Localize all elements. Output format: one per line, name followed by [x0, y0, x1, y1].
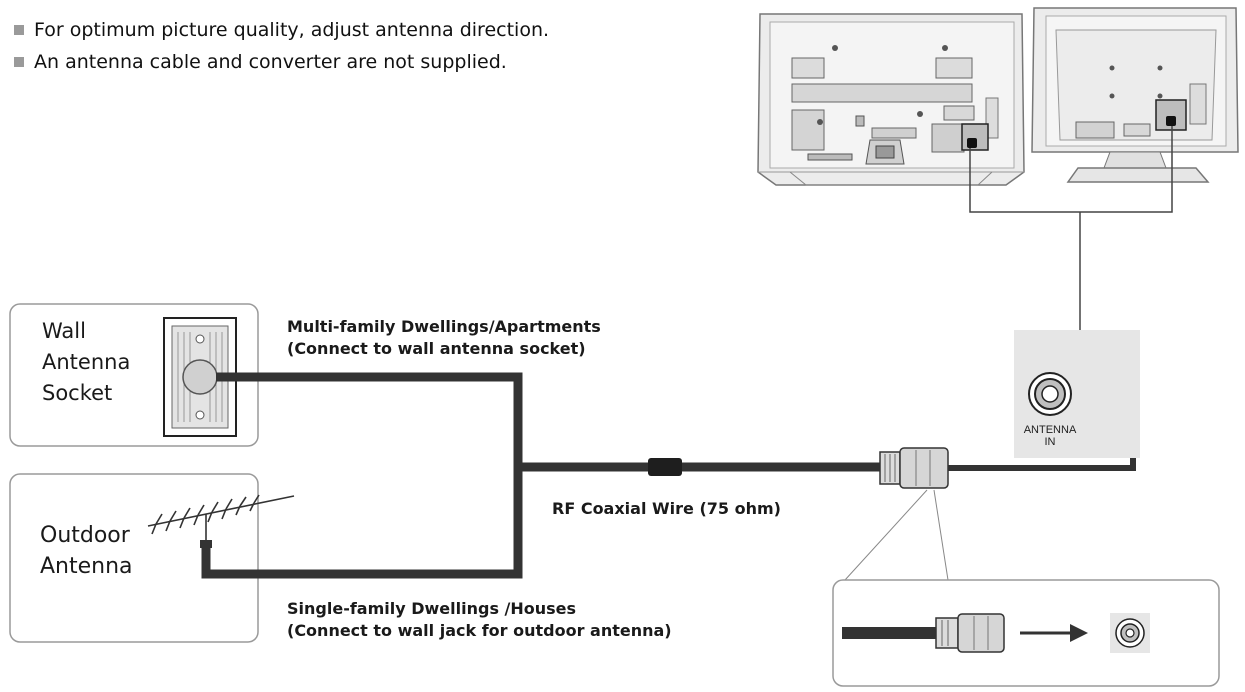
tv-back-icon — [757, 13, 1025, 186]
multi-family-caption: Multi-family Dwellings/Apartments (Conne… — [287, 316, 601, 360]
note-text: An antenna cable and converter are not s… — [34, 51, 507, 73]
note-item: For optimum picture quality, adjust ante… — [14, 14, 549, 46]
label-line: Socket — [42, 381, 113, 405]
caption-line: (Connect to wall jack for outdoor antenn… — [287, 621, 672, 640]
label-line: Wall — [42, 319, 86, 343]
wall-antenna-label: Wall Antenna Socket — [42, 316, 130, 409]
label-line: Antenna — [40, 554, 133, 579]
outdoor-antenna-icon — [147, 494, 295, 544]
antenna-in-label: ANTENNA IN — [1010, 424, 1090, 448]
arrow-icon — [1020, 624, 1088, 642]
antenna-socket-icon — [163, 317, 237, 437]
note-text: For optimum picture quality, adjust ante… — [34, 19, 550, 41]
jack-label-line: ANTENNA — [1023, 424, 1077, 436]
single-family-caption: Single-family Dwellings /Houses (Connect… — [287, 598, 672, 642]
caption-line: Multi-family Dwellings/Apartments — [287, 317, 601, 336]
antenna-in-jack-icon — [1028, 372, 1072, 416]
zoom-guide-lines — [844, 489, 949, 581]
coax-connector-icon — [935, 613, 1005, 653]
ferrite-core — [648, 458, 682, 476]
notes-list: For optimum picture quality, adjust ante… — [14, 14, 549, 78]
jack-label-line: IN — [1044, 436, 1056, 448]
label-line: Outdoor — [40, 523, 130, 548]
caption-line: (Connect to wall antenna socket) — [287, 339, 586, 358]
bullet-square-icon — [14, 25, 24, 35]
coax-wire-caption: RF Coaxial Wire (75 ohm) — [552, 499, 781, 518]
note-item: An antenna cable and converter are not s… — [14, 46, 549, 78]
label-line: Antenna — [42, 350, 131, 374]
tv-feed-wire — [969, 126, 1173, 330]
antenna-mast-stub — [200, 540, 212, 548]
coax-connector-icon — [879, 447, 949, 489]
bullet-square-icon — [14, 57, 24, 67]
antenna-in-jack-icon — [1110, 613, 1150, 653]
outdoor-antenna-label: Outdoor Antenna — [40, 520, 133, 582]
caption-line: Single-family Dwellings /Houses — [287, 599, 577, 618]
coax-cable — [201, 372, 884, 579]
tv-back-icon — [1031, 7, 1239, 183]
